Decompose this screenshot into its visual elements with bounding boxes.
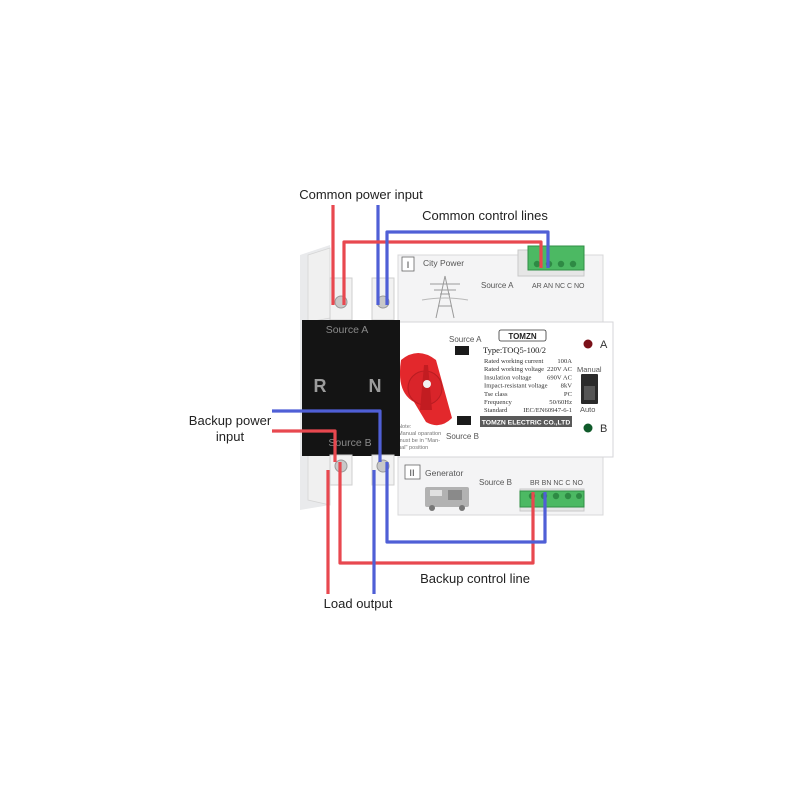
label-backup-control-line: Backup control line xyxy=(420,571,530,586)
spec-label: Insulation voltage xyxy=(484,374,532,381)
blue-wire-backup-input xyxy=(272,409,382,462)
note-line: ual" position xyxy=(398,445,428,451)
note-line: Note: xyxy=(398,424,412,430)
spec-table: Rated working current 100A Rated working v… xyxy=(484,358,573,414)
spec-value: 50/60Hz xyxy=(549,399,572,406)
bottom-module-name: Generator xyxy=(425,468,463,478)
company-label: TOMZN ELECTRIC CO.,LTD xyxy=(482,420,571,427)
brand-logo: TOMZN xyxy=(508,332,537,341)
spec-value: 220V AC xyxy=(547,366,573,373)
spec-label: Standard xyxy=(484,407,508,414)
front-source-a: Source A xyxy=(449,335,482,344)
spec-label: Rated working voltage xyxy=(484,366,544,373)
label-backup-power-input-line2: input xyxy=(216,429,245,444)
led-source-b xyxy=(583,423,593,433)
top-module-name: City Power xyxy=(423,258,464,268)
label-common-power-input: Common power input xyxy=(299,187,423,202)
led-source-a xyxy=(583,339,593,349)
wires xyxy=(272,205,550,594)
switch-auto-label: Auto xyxy=(580,405,595,414)
source-b-window xyxy=(457,416,471,425)
note-line: Manual oparation xyxy=(398,431,441,437)
label-load-output: Load output xyxy=(324,596,393,611)
black-block-body xyxy=(302,320,400,456)
spec-label: Frequency xyxy=(484,399,513,406)
rotary-handle[interactable] xyxy=(399,353,452,426)
label-backup-power-input-line1: Backup power xyxy=(189,413,272,428)
top-module: I City Power Source A AR AN NC C NO xyxy=(397,245,604,326)
bottom-module-source: Source B xyxy=(479,478,512,487)
bottom-terminal-block xyxy=(519,490,585,508)
type-label: Type:TOQ5-100/2 xyxy=(483,345,546,355)
bottom-module: II Generator Source B BR BN NC C NO xyxy=(397,454,604,516)
top-module-source: Source A xyxy=(481,281,514,290)
note-line: must be in "Man- xyxy=(398,438,440,444)
blue-wire-backup-control xyxy=(385,462,547,544)
left-breaker-block: Source A R N Source B xyxy=(302,247,400,506)
indicator-b-label: B xyxy=(600,423,607,435)
indicator-a-label: A xyxy=(600,339,608,351)
red-wire-backup-input xyxy=(272,429,337,462)
spec-label: Rated working current xyxy=(484,358,543,365)
block-r-label: R xyxy=(314,376,327,396)
generator-icon xyxy=(425,487,469,511)
spec-label: Tse class xyxy=(484,391,508,398)
bottom-terminal-labels: BR BN NC C NO xyxy=(530,480,583,487)
source-a-window xyxy=(455,346,469,355)
red-wire-backup-control xyxy=(338,462,535,565)
switch-manual-label: Manual xyxy=(577,365,602,374)
knob-indicator-icon xyxy=(423,380,431,388)
spec-label: Impact-resistant voltage xyxy=(484,383,548,390)
top-terminal-labels: AR AN NC C NO xyxy=(532,283,585,290)
block-source-b-label: Source B xyxy=(328,437,371,449)
red-wire-common-control xyxy=(342,240,543,305)
front-source-b: Source B xyxy=(446,432,479,441)
block-n-label: N xyxy=(369,376,382,396)
bottom-module-roman: II xyxy=(409,468,414,478)
spec-value: 690V AC xyxy=(547,374,573,381)
front-panel: Source A TOMZN Type:TOQ5-100/2 Rated wor… xyxy=(397,321,614,458)
label-common-control-lines: Common control lines xyxy=(422,208,548,223)
spec-value: PC xyxy=(564,391,573,398)
blue-wire-common-control xyxy=(385,230,550,305)
power-tower-icon xyxy=(421,275,469,319)
spec-value: IEC/EN60947-6-1 xyxy=(523,407,572,414)
top-module-roman: I xyxy=(407,260,410,270)
spec-value: 8kV xyxy=(561,383,573,390)
block-source-a-label: Source A xyxy=(326,324,369,336)
spec-value: 100A xyxy=(557,358,572,365)
